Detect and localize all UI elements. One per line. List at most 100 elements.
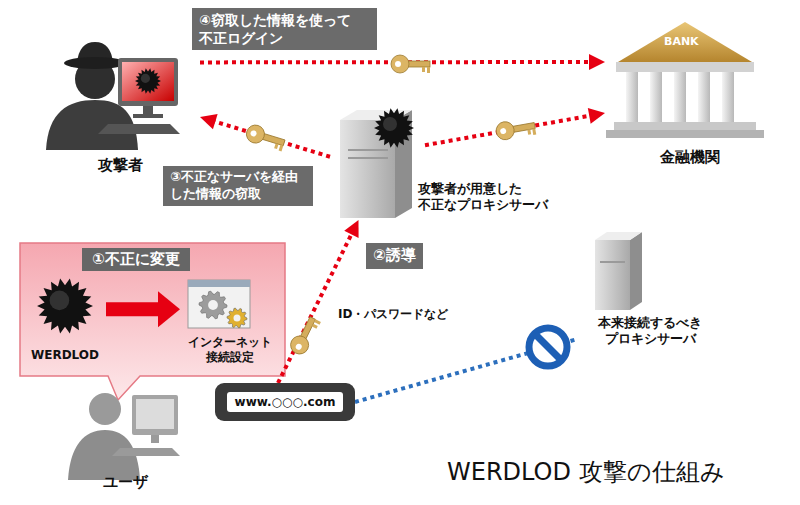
- connector: [425, 108, 605, 145]
- malware-burst: [141, 74, 150, 83]
- malware-burst: [50, 291, 70, 311]
- attacker-figure: [118, 58, 178, 106]
- bank-building: [722, 72, 734, 122]
- key-icon: [395, 61, 401, 67]
- malware-burst: [135, 68, 161, 94]
- key-icon: [244, 123, 287, 152]
- user-figure: [112, 448, 180, 456]
- prohibition-sign: [535, 334, 561, 360]
- bank-building: [618, 22, 752, 62]
- attacker-figure: [98, 124, 180, 134]
- legit-server-tower: [630, 232, 642, 310]
- malware-burst: [374, 108, 414, 147]
- legit-server-tower: [595, 232, 642, 310]
- key-icon: [314, 319, 321, 324]
- key-icon: [312, 324, 318, 329]
- gear: [208, 300, 218, 310]
- legit-server-tower: [600, 261, 625, 263]
- bank-building: [650, 72, 662, 122]
- gear: [227, 308, 247, 328]
- bank-building: [614, 122, 756, 130]
- key-icon: [288, 314, 321, 357]
- malware-burst: [383, 117, 397, 131]
- key-icon: [527, 129, 531, 134]
- proxy-server-tower: [348, 149, 388, 151]
- callout-bubble: [20, 243, 285, 400]
- connector: [200, 114, 330, 157]
- key-icon: [244, 123, 266, 145]
- key-icon: [295, 343, 303, 351]
- legit-server-tower: [595, 232, 642, 240]
- connector-line: [212, 121, 330, 157]
- key-icon: [422, 67, 425, 72]
- bank-building: [606, 22, 764, 138]
- node-label: 金融機関: [625, 148, 755, 167]
- arrow-head: [588, 108, 605, 124]
- key-icon: [288, 333, 312, 357]
- node-label: 攻撃者: [80, 156, 160, 175]
- bank-building: [616, 62, 754, 72]
- user-figure: [151, 435, 159, 443]
- key-icon: [495, 117, 537, 141]
- url-text: www.○○○.com: [227, 392, 344, 412]
- user-figure: [89, 393, 121, 425]
- legit-server-tower: [595, 240, 630, 310]
- gear: [199, 291, 227, 319]
- key-icon: [250, 130, 257, 137]
- user-figure: [132, 395, 178, 435]
- key-icon: [274, 143, 278, 149]
- key-icon: [391, 55, 430, 73]
- step-label: ③不正なサーバを経由した情報の窃取: [163, 166, 313, 206]
- arrow-head: [344, 220, 358, 238]
- key-icon: [427, 67, 430, 73]
- settings-icon: [188, 280, 250, 287]
- malware-burst: [37, 278, 93, 333]
- prohibition-sign: [529, 328, 567, 366]
- prohibition-sign: [529, 328, 567, 366]
- url-box: www.○○○.com: [215, 383, 355, 421]
- settings-icon: [188, 280, 250, 328]
- key-icon: [500, 128, 507, 135]
- arrow-head: [589, 54, 605, 70]
- user-figure: [136, 399, 174, 429]
- bank-building: [674, 72, 686, 122]
- malware-burst: [37, 278, 93, 333]
- attacker-figure: [122, 62, 174, 101]
- malware-node: WERDLOD: [24, 275, 106, 370]
- node-label: WERDLOD: [24, 348, 106, 363]
- node-label: 本来接続するべき プロキシサーバ: [575, 315, 725, 348]
- arrow-head: [158, 291, 180, 327]
- connector-line: [106, 302, 162, 316]
- user-node: ユーザ: [65, 385, 185, 497]
- legit-proxy-node: 本来接続するべき プロキシサーバ: [575, 225, 725, 360]
- bank-sign-text: BANK: [664, 35, 699, 48]
- gear: [227, 308, 247, 328]
- arrow-head: [200, 114, 218, 129]
- connector-line: [425, 115, 592, 145]
- bank-building: [698, 72, 710, 122]
- node-label: 攻撃者が用意した 不正なプロキシサーバ: [418, 181, 568, 214]
- key-icon: [532, 128, 536, 134]
- malware-burst: [135, 68, 161, 94]
- proxy-server-tower: [340, 108, 414, 218]
- attacker-figure: [133, 114, 163, 118]
- key-icon: [406, 61, 430, 67]
- caption: WERDLOD 攻撃の仕組み: [447, 456, 725, 488]
- connector: [278, 220, 359, 383]
- settings-node: インターネット 接続設定: [180, 275, 280, 370]
- bank-building: [606, 130, 764, 138]
- gear: [199, 291, 227, 319]
- malware-burst: [374, 108, 414, 147]
- step-label: ④窃取した情報を使って 不正ログイン: [192, 8, 377, 50]
- user-figure: [68, 393, 180, 480]
- key-icon: [279, 145, 284, 152]
- attacker-figure: [143, 106, 153, 114]
- gear: [234, 315, 241, 322]
- proxy-server-tower: [348, 157, 388, 159]
- data-label: ID・パスワードなど: [338, 306, 448, 323]
- node-label: ①不正に変更: [82, 248, 190, 271]
- bank-building: [626, 72, 638, 122]
- key-icon: [391, 55, 409, 73]
- node-label: ユーザ: [85, 473, 165, 492]
